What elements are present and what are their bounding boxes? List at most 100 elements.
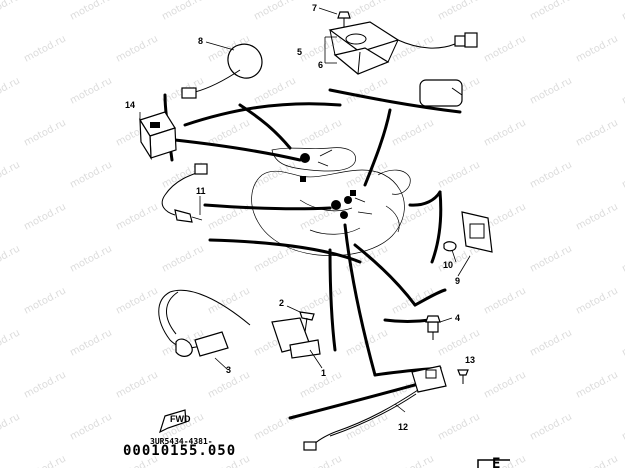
watermark-text: motod.ru: [574, 117, 620, 148]
callout-3: 3: [226, 365, 231, 375]
watermark-text: motod.ru: [252, 411, 298, 442]
watermark-text: motod.ru: [298, 117, 344, 148]
watermark-text: motod.ru: [574, 285, 620, 316]
watermark-text: motod.ru: [160, 0, 206, 23]
callout-14: 14: [125, 100, 135, 110]
fwd-label: FWD: [170, 414, 191, 424]
watermark-text: motod.ru: [344, 411, 390, 442]
watermark-text: motod.ru: [528, 243, 574, 274]
part-14-relay: [139, 111, 177, 161]
watermark-text: motod.ru: [114, 201, 160, 232]
callout-13: 13: [465, 355, 475, 365]
watermark-text: motod.ru: [482, 33, 528, 64]
watermark-text: motod.ru: [0, 75, 22, 106]
callout-4: 4: [455, 313, 460, 323]
callout-8: 8: [198, 36, 203, 46]
diagram-number: 00010155.050: [123, 443, 236, 459]
watermark-text: motod.ru: [620, 327, 625, 358]
watermark-text: motod.ru: [68, 75, 114, 106]
callout-1: 1: [321, 368, 326, 378]
callout-11: 11: [196, 186, 206, 196]
watermark-text: motod.ru: [390, 117, 436, 148]
watermark-text: motod.ru: [252, 159, 298, 190]
watermark-text: motod.ru: [68, 327, 114, 358]
callout-labels: 7 8 5 6 14 11 10 9 2 4 13 3 1 12: [125, 3, 475, 432]
watermark-text: motod.ru: [68, 159, 114, 190]
corner-tab: E: [477, 456, 510, 468]
callout-7: 7: [312, 3, 317, 13]
watermark-text: motod.ru: [436, 411, 482, 442]
watermark-text: motod.ru: [252, 75, 298, 106]
corner-letter: E: [492, 456, 501, 468]
callout-10: 10: [443, 260, 453, 270]
watermark-text: motod.ru: [390, 33, 436, 64]
capacitor: [419, 79, 463, 107]
watermark-text: motod.ru: [436, 327, 482, 358]
watermark-text: motod.ru: [68, 243, 114, 274]
watermark-text: motod.ru: [0, 0, 22, 23]
callout-9: 9: [455, 276, 460, 286]
watermark-text: motod.ru: [528, 411, 574, 442]
part-2-bolt: [286, 305, 315, 333]
watermark-text: motod.ru: [574, 453, 620, 468]
part-1-ignition-coil: [271, 317, 323, 369]
watermark-text: motod.ru: [22, 201, 68, 232]
watermark-text: motod.ru: [390, 453, 436, 468]
callout-12: 12: [398, 422, 408, 432]
watermark-text: motod.ru: [344, 0, 390, 23]
watermark-text: motod.ru: [0, 411, 22, 442]
part-3-plug-cap: [158, 289, 251, 371]
watermark-text: motod.ru: [0, 327, 22, 358]
watermark-text: motod.ru: [114, 369, 160, 400]
watermark-text: motod.ru: [620, 159, 625, 190]
watermark-text: motod.ru: [574, 33, 620, 64]
forward-arrow-icon: FWD: [159, 409, 191, 434]
watermark-text: motod.ru: [482, 285, 528, 316]
watermark-text: motod.ru: [0, 243, 22, 274]
watermark-text: motod.ru: [298, 453, 344, 468]
callout-6: 6: [318, 60, 323, 70]
watermark-text: motod.ru: [344, 75, 390, 106]
part-13-screw: [457, 369, 469, 384]
motorcycle-frame: [251, 147, 411, 256]
watermark-text: motod.ru: [620, 0, 625, 23]
watermark-text: motod.ru: [344, 159, 390, 190]
watermark-text: motod.ru: [528, 327, 574, 358]
part-4-switch: [425, 315, 453, 340]
watermark-text: motod.ru: [620, 75, 625, 106]
watermark-text: motod.ru: [482, 117, 528, 148]
watermark-text: motod.ru: [0, 159, 22, 190]
watermark-text: motod.ru: [252, 0, 298, 23]
watermark-text: motod.ru: [252, 243, 298, 274]
watermark-text: motod.ru: [620, 411, 625, 442]
watermark-text: motod.ru: [206, 285, 252, 316]
watermark-text: motod.ru: [68, 0, 114, 23]
watermark-text: motod.ru: [114, 33, 160, 64]
part-8-connector-cap: [181, 41, 263, 99]
watermark-text: motod.ru: [114, 285, 160, 316]
watermark-text: motod.ru: [528, 159, 574, 190]
part-9-regulator: [443, 211, 493, 277]
watermark-text: motod.ru: [528, 75, 574, 106]
watermark-text: motod.ru: [574, 369, 620, 400]
watermark-text: motod.ru: [22, 285, 68, 316]
watermark-text: motod.ru: [22, 369, 68, 400]
watermark-text: motod.ru: [528, 0, 574, 23]
drawing-code: 3UR5434-4381-: [150, 437, 213, 446]
watermark-text: motod.ru: [298, 285, 344, 316]
callout-2: 2: [279, 298, 284, 308]
watermark-text: motod.ru: [574, 201, 620, 232]
part-12-sub-harness: [303, 365, 447, 451]
watermark-text: motod.ru: [68, 411, 114, 442]
callout-5: 5: [297, 47, 302, 57]
watermark-text: motod.ru: [620, 243, 625, 274]
part-11-sensor: [161, 163, 208, 223]
part-5-6-starter-relay: [324, 21, 478, 75]
watermark-text: motod.ru: [22, 117, 68, 148]
watermark-text: motod.ru: [22, 33, 68, 64]
watermark-text: motod.ru: [22, 453, 68, 468]
watermark-text: motod.ru: [436, 0, 482, 23]
watermark-text: motod.ru: [436, 159, 482, 190]
